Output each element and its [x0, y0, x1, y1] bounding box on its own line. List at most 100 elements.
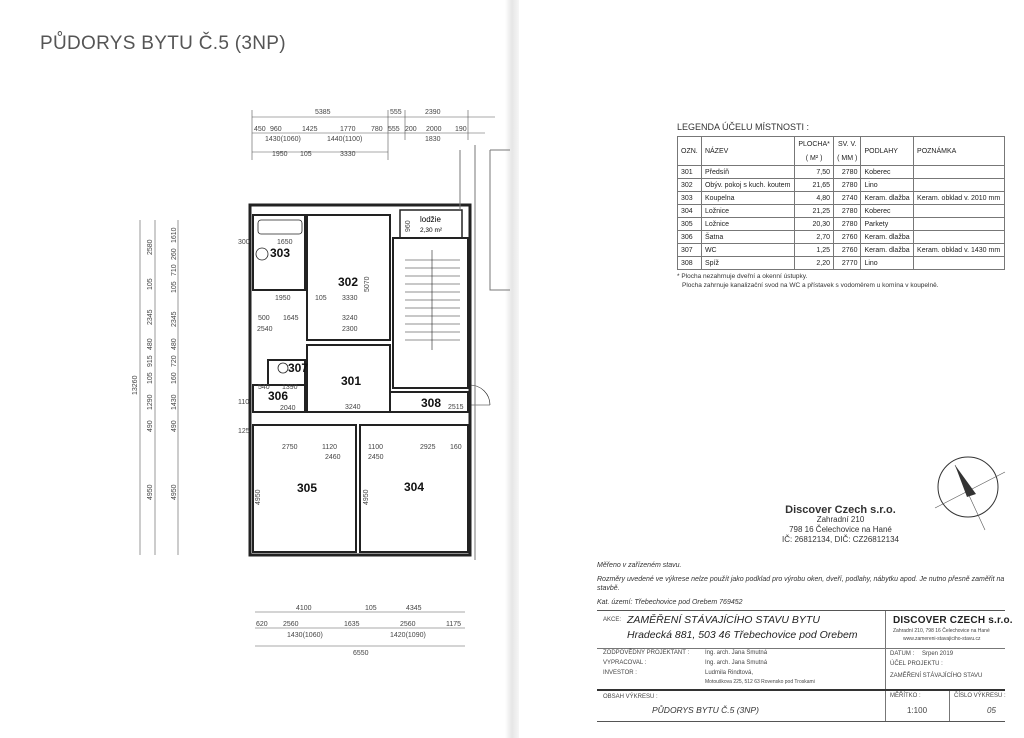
- room-area: 2,20: [794, 256, 835, 270]
- akce-title: ZAMĚŘENÍ STÁVAJÍCÍHO STAVU BYTU: [627, 614, 820, 626]
- dim: 2450: [368, 454, 384, 461]
- legend-heading: LEGENDA ÚČELU MÍSTNOSTI :: [677, 122, 810, 132]
- dim: 1430(1060): [265, 136, 301, 143]
- dim: 540: [258, 384, 270, 391]
- dim: 1645: [283, 315, 299, 322]
- col-poznamka: POZNÁMKA: [913, 136, 1005, 166]
- room-name: Obýv. pokoj s kuch. koutem: [700, 178, 796, 192]
- room-area: 7,50: [794, 165, 835, 179]
- room-height: 2760: [833, 243, 862, 257]
- investor-label: INVESTOR :: [603, 670, 637, 676]
- room-name: Koupelna: [700, 191, 796, 205]
- dim: 3240: [345, 404, 361, 411]
- dim: 4950: [147, 484, 154, 500]
- stamp-street: Zahradní 210: [816, 515, 865, 524]
- brand-address: Zahradní 210, 798 16 Čelechovice na Hané: [893, 628, 990, 634]
- obsah-value: PŮDORYS BYTU Č.5 (3NP): [652, 705, 759, 715]
- dim: 105: [147, 278, 154, 290]
- datum-value: Srpen 2019: [922, 651, 954, 657]
- dimension-lines: [139, 110, 495, 647]
- dim: 2560: [400, 621, 416, 628]
- dim: 780: [371, 126, 383, 133]
- cislo-label: ČÍSLO VÝKRESU :: [954, 693, 1006, 699]
- room-307-label: 307: [288, 361, 308, 375]
- room-floor: Lino: [860, 256, 915, 270]
- room-height: 2780: [833, 178, 862, 192]
- room-name: Ložnice: [700, 204, 796, 218]
- dim: 4950: [171, 484, 178, 500]
- dim: 105: [365, 605, 377, 612]
- meritko-value: 1:100: [907, 706, 928, 715]
- room-floor: Koberec: [860, 204, 915, 218]
- room-name: Ložnice: [700, 217, 796, 231]
- stamp-ids: IČ: 26812134, DIČ: CZ26812134: [782, 535, 899, 544]
- room-304-label: 304: [404, 480, 424, 494]
- room-area: 4,80: [794, 191, 835, 205]
- room-number: 302: [677, 178, 702, 192]
- room-area: 2,70: [794, 230, 835, 244]
- dim: 915: [147, 355, 154, 367]
- room-number: 304: [677, 204, 702, 218]
- dim: 160: [450, 444, 462, 451]
- dim: 2345: [147, 309, 154, 325]
- dim: 4950: [363, 489, 370, 505]
- room-305-label: 305: [297, 481, 317, 495]
- room-height: 2760: [833, 230, 862, 244]
- dim: 105: [300, 151, 312, 158]
- dim: 160: [171, 372, 178, 384]
- note-measured: Měřeno v zařízeném stavu.: [597, 562, 682, 569]
- brand-web: www.zamereni-stavajiciho-stavu.cz: [903, 636, 981, 642]
- room-area: 21,65: [794, 178, 835, 192]
- col-nazev: NÁZEV: [700, 136, 796, 166]
- left-dims-1: 2580 105 2345 480 915 105 1290 490 4950: [147, 239, 154, 500]
- room-height: 2780: [833, 165, 862, 179]
- left-dims-2: 1610 260 710 105 2345 480 720 160 1430 4…: [171, 227, 178, 500]
- col-plocha-unit: ( M² ): [794, 151, 835, 166]
- dim: 2345: [171, 311, 178, 327]
- obsah-label: OBSAH VÝKRESU :: [603, 694, 658, 700]
- col-podlahy: PODLAHY: [860, 136, 915, 166]
- dim: 1950: [275, 295, 291, 302]
- room-floor: Keram. dlažba: [860, 191, 915, 205]
- dim: 1175: [446, 621, 461, 628]
- dim: 1440(1100): [327, 136, 362, 143]
- room-name: Šatna: [700, 230, 796, 244]
- dim: 1610: [171, 227, 178, 243]
- vypr-label: VYPRACOVAL :: [603, 660, 647, 666]
- dim: 1425: [302, 126, 318, 133]
- dim: 500: [258, 315, 270, 322]
- dim: 1100: [368, 444, 383, 451]
- dim: 2580: [147, 239, 154, 255]
- room-308-label: 308: [421, 396, 441, 410]
- walls: [248, 145, 510, 560]
- dim: 110: [238, 399, 249, 406]
- room-note: [913, 230, 1005, 244]
- dim: 105: [147, 372, 154, 384]
- room-note: [913, 204, 1005, 218]
- dim: 2390: [425, 109, 441, 116]
- dim: 720: [171, 355, 178, 367]
- dim: 555: [388, 126, 400, 133]
- room-number: 307: [677, 243, 702, 257]
- room-area: 1,25: [794, 243, 835, 257]
- dim: 6550: [353, 650, 369, 657]
- room-301-label: 301: [341, 374, 361, 388]
- legend-note-1: * Plocha nezahrnuje dveřní a okenní ústu…: [677, 273, 808, 280]
- dim: 3330: [340, 151, 356, 158]
- col-plocha: PLOCHA*: [794, 136, 835, 151]
- dim: 2040: [280, 405, 296, 412]
- dim: 450: [254, 126, 266, 133]
- room-floor: Keram. dlažba: [860, 243, 915, 257]
- room-note: [913, 256, 1005, 270]
- note-cadastral: Kat. území: Třebechovice pod Orebem 7694…: [597, 599, 743, 606]
- dim: 620: [256, 621, 268, 628]
- room-legend: LEGENDA ÚČELU MÍSTNOSTI : OZN. NÁZEV PLO…: [677, 122, 1007, 290]
- room-name: Spíž: [700, 256, 796, 270]
